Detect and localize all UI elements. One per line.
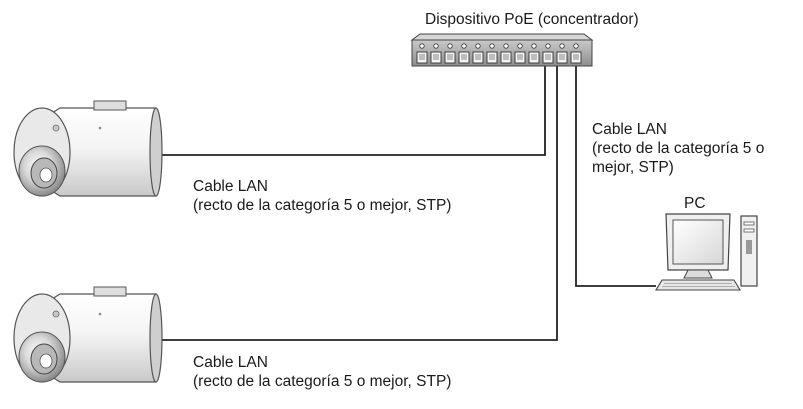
cable-line-camera-1 (152, 62, 546, 156)
cable-pc-label-spec-2: mejor, STP) (592, 159, 674, 176)
hub-led-icon (503, 43, 509, 49)
poe-hub-icon (410, 33, 594, 67)
hub-led-icon (419, 43, 425, 49)
hub-port-socket-icon (573, 54, 579, 60)
cable-line-pc (575, 62, 656, 287)
cable-camera-1-label-spec: (recto de la categoría 5 o mejor, STP) (193, 197, 452, 214)
hub-port-socket-icon (461, 54, 467, 60)
lan-cable-lines (152, 62, 656, 341)
hub-port-socket-icon (531, 54, 537, 60)
hub-led-icon (573, 43, 579, 49)
hub-port-socket-icon (419, 54, 425, 60)
network-camera-2-icon (13, 286, 163, 383)
hub-led-icon (447, 43, 453, 49)
cable-camera-2-label-spec: (recto de la categoría 5 o mejor, STP) (193, 373, 452, 390)
hub-port-socket-icon (489, 54, 495, 60)
hub-led-icon (545, 43, 551, 49)
hub-port-socket-icon (447, 54, 453, 60)
hub-led-icon (531, 43, 537, 49)
hub-led-icon (559, 43, 565, 49)
cable-camera-2-label-title: Cable LAN (193, 354, 268, 371)
hub-port-row (416, 51, 582, 64)
cable-line-camera-2 (152, 62, 558, 341)
hub-led-icon (517, 43, 523, 49)
pc-keyboard-icon (655, 279, 741, 291)
hub-port-socket-icon (517, 54, 523, 60)
hub-port-socket-icon (559, 54, 565, 60)
hub-led-icon (489, 43, 495, 49)
network-camera-1-icon (13, 100, 163, 197)
poe-hub-label: Dispositivo PoE (concentrador) (425, 11, 639, 28)
hub-port-socket-icon (475, 54, 481, 60)
hub-port-socket-icon (503, 54, 509, 60)
cable-pc-label-title: Cable LAN (592, 121, 667, 138)
hub-led-icon (433, 43, 439, 49)
hub-port-socket-icon (545, 54, 551, 60)
pc-label: PC (684, 195, 706, 212)
cable-camera-1-label-title: Cable LAN (193, 178, 268, 195)
hub-led-row (419, 43, 579, 49)
cable-pc-label-spec-1: (recto de la categoría 5 o (592, 140, 765, 157)
pc-icon (655, 213, 758, 291)
hub-led-icon (461, 43, 467, 49)
hub-led-icon (475, 43, 481, 49)
hub-port-socket-icon (433, 54, 439, 60)
